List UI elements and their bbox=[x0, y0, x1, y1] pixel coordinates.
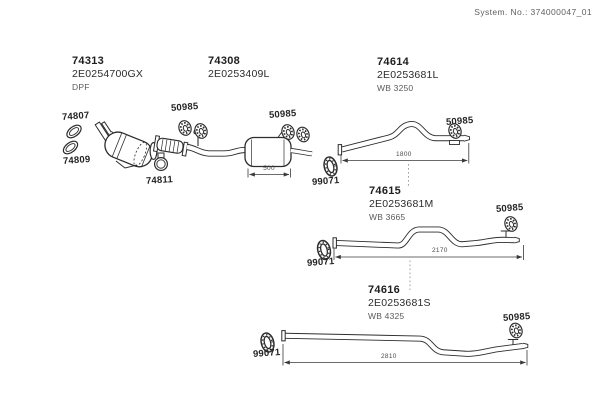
clamp-icon bbox=[294, 124, 312, 145]
callout-99071: 99071 bbox=[311, 175, 340, 188]
callout-50985: 50985 bbox=[170, 101, 199, 114]
dimension-2810 bbox=[282, 344, 528, 366]
front-pipe-drawing bbox=[186, 143, 247, 157]
part-oem: 2E0253681L bbox=[377, 69, 439, 81]
callout-50985: 50985 bbox=[495, 202, 524, 215]
callout-50985: 50985 bbox=[445, 115, 474, 128]
assembly-label-74615: 74615 2E0253681M WB 3665 bbox=[369, 185, 433, 223]
pipe-74616-drawing bbox=[281, 330, 529, 357]
flex-pipe-drawing bbox=[152, 135, 189, 157]
part-ref: 74308 bbox=[208, 55, 241, 67]
dimension-2170 bbox=[333, 245, 524, 290]
flex-clamp-icon bbox=[153, 152, 169, 172]
pipe-74615-drawing bbox=[332, 226, 520, 249]
callout-99071: 99071 bbox=[252, 347, 281, 360]
dpf-catalyst-drawing bbox=[94, 121, 158, 169]
dimension-text-500: 500 bbox=[263, 165, 275, 172]
clamp-icon bbox=[507, 320, 525, 341]
part-note: WB 3665 bbox=[369, 212, 406, 222]
assembly-label-74308: 74308 2E0253409L bbox=[208, 55, 270, 81]
gasket-lower-icon bbox=[60, 138, 81, 157]
callout-74807: 74807 bbox=[61, 110, 90, 123]
part-note: DPF bbox=[72, 82, 90, 92]
part-ref: 74313 bbox=[72, 55, 105, 67]
part-ref: 74614 bbox=[377, 56, 410, 68]
pipe-74614-drawing bbox=[337, 121, 470, 156]
oring-icon bbox=[321, 154, 340, 179]
assembly-label-74616: 74616 2E0253681S WB 4325 bbox=[368, 284, 431, 322]
part-oem: 2E0253409L bbox=[208, 68, 270, 80]
clamp-icon bbox=[502, 214, 520, 234]
callout-50985: 50985 bbox=[502, 311, 531, 324]
system-number: System. No.: 374000047_01 bbox=[474, 7, 592, 17]
part-ref: 74615 bbox=[369, 185, 402, 197]
dimension-text-2810: 2810 bbox=[381, 353, 397, 360]
clamp-icon bbox=[192, 121, 210, 141]
part-note: WB 4325 bbox=[368, 311, 405, 321]
gasket-upper-icon bbox=[63, 122, 85, 141]
dimension-text-1800: 1800 bbox=[396, 151, 412, 158]
callout-74811: 74811 bbox=[145, 174, 174, 187]
dimension-text-2170: 2170 bbox=[432, 247, 448, 254]
assembly-label-74614: 74614 2E0253681L WB 3250 bbox=[377, 56, 439, 94]
part-note: WB 3250 bbox=[377, 83, 414, 93]
dimension-1800 bbox=[340, 143, 470, 186]
part-oem: 2E0253681S bbox=[368, 297, 431, 309]
callout-50985: 50985 bbox=[268, 108, 297, 121]
callout-99071: 99071 bbox=[306, 256, 335, 269]
part-oem: 2E0254700GX bbox=[72, 68, 144, 80]
dimension-500 bbox=[247, 168, 291, 178]
part-oem: 2E0253681M bbox=[369, 198, 434, 210]
part-ref: 74616 bbox=[368, 284, 401, 296]
clamp-icon bbox=[176, 118, 194, 138]
assembly-label-74313: 74313 2E0254700GX DPF bbox=[72, 55, 143, 93]
callout-74809: 74809 bbox=[62, 154, 91, 167]
